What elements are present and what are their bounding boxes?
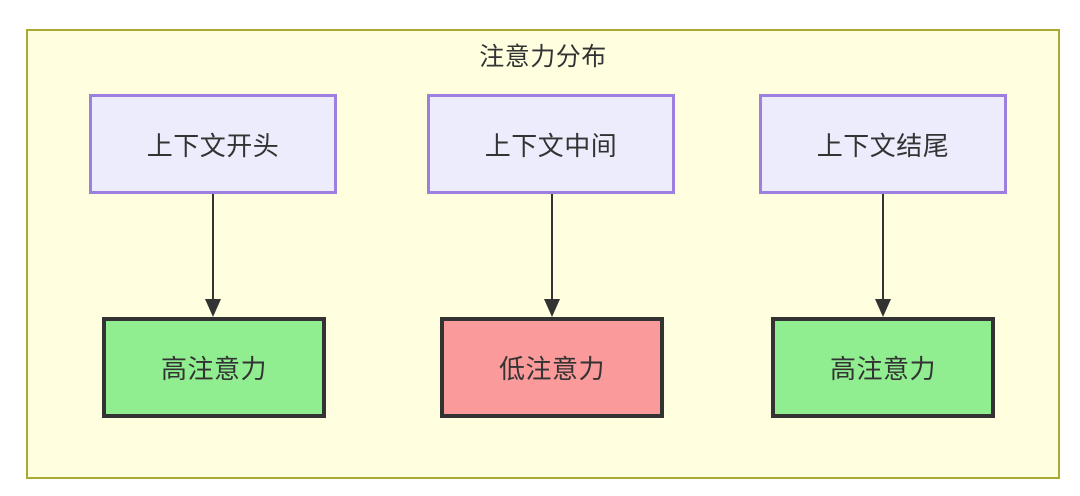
node-label: 高注意力 (160, 355, 267, 385)
node-context-start[interactable]: 上下文开头 (89, 94, 337, 194)
node-label: 高注意力 (829, 355, 936, 385)
node-context-end[interactable]: 上下文结尾 (759, 94, 1007, 194)
subgraph-title: 注意力分布 (479, 42, 607, 71)
node-label: 上下文结尾 (816, 131, 950, 162)
node-high-attention-end[interactable]: 高注意力 (771, 317, 995, 418)
node-label: 低注意力 (498, 355, 605, 385)
node-label: 上下文中间 (484, 131, 618, 162)
node-context-middle[interactable]: 上下文中间 (427, 94, 675, 194)
node-low-attention-middle[interactable]: 低注意力 (440, 317, 664, 418)
node-label: 上下文开头 (146, 131, 280, 162)
node-high-attention-start[interactable]: 高注意力 (102, 317, 326, 418)
